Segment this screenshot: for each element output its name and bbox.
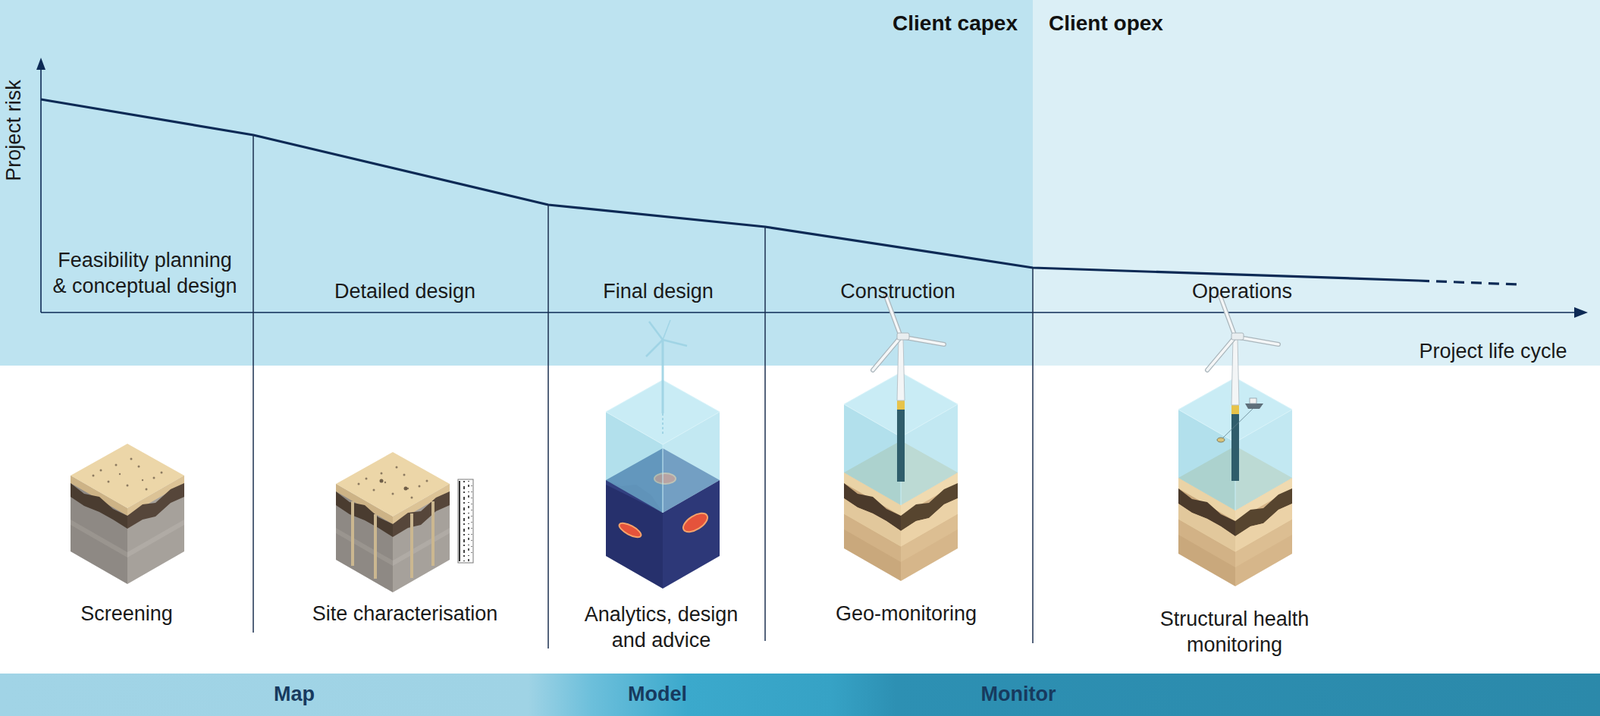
analytics-illustration xyxy=(605,320,720,589)
borehole-log-part xyxy=(467,480,470,562)
site-characterisation-illustration-part-part xyxy=(335,451,450,593)
axes-part xyxy=(40,311,1576,314)
structural-health-illustration xyxy=(1178,295,1293,587)
faint-turbine-part xyxy=(661,413,664,437)
analytics-illustration-part-part xyxy=(605,448,720,589)
risk-curve xyxy=(40,99,1518,285)
wind-turbine-part-part xyxy=(1207,295,1279,371)
risk-curve-part xyxy=(1418,280,1518,285)
service-label: Structural health monitoring xyxy=(1147,606,1322,659)
opex-band-text: Client opex xyxy=(1048,9,1164,37)
site-characterisation-illustration-part-part-part xyxy=(351,501,355,566)
wind-turbine-part xyxy=(897,332,910,340)
analytics-illustration-part xyxy=(605,379,720,513)
wind-turbine-part xyxy=(897,338,905,401)
wind-turbine-part xyxy=(1231,332,1244,340)
site-characterisation-illustration-part xyxy=(335,451,450,593)
capex-band: Client capex xyxy=(0,0,1033,366)
borehole-log-part xyxy=(470,485,473,559)
capex-band-text: Client capex xyxy=(892,9,1018,37)
phase-separators-part xyxy=(547,204,550,649)
service-label: Analytics, design and advice xyxy=(574,602,749,654)
borehole-log-part xyxy=(463,480,465,562)
survey-boat xyxy=(1217,398,1264,443)
site-characterisation-illustration xyxy=(335,451,474,593)
service-label: Geo-monitoring xyxy=(835,601,977,628)
faint-turbine xyxy=(646,320,688,437)
geo-monitoring-illustration-part xyxy=(843,440,958,581)
faint-turbine-part xyxy=(662,339,688,346)
wind-turbine-part xyxy=(897,400,905,410)
axes-part xyxy=(36,57,46,70)
structural-health-illustration-part xyxy=(1178,377,1293,511)
axis-title: Project life cycle xyxy=(1418,338,1567,365)
wind-turbine-part xyxy=(872,295,945,371)
opex-band: Client opex xyxy=(1032,0,1600,366)
survey-boat-part xyxy=(1222,408,1253,439)
wind-turbine-part-part xyxy=(872,295,945,371)
site-characterisation-illustration-part-part xyxy=(379,479,384,484)
axis-title: Project risk xyxy=(1,79,28,182)
wind-turbine xyxy=(1207,295,1279,481)
lifecycle-bar-text: Map xyxy=(273,681,315,708)
geo-monitoring-illustration-part xyxy=(843,372,958,506)
site-characterisation-illustration-part-part xyxy=(352,501,433,579)
axes-part xyxy=(40,68,42,313)
borehole-log-part xyxy=(458,479,474,563)
phase-label: Feasibility planning & conceptual design xyxy=(52,247,238,300)
wind-turbine-part xyxy=(1231,338,1240,405)
geo-monitoring-illustration xyxy=(843,295,958,581)
wind-turbine-part xyxy=(1231,404,1240,415)
structural-health-illustration-part-part xyxy=(1178,445,1293,587)
wind-turbine-part xyxy=(1207,295,1279,371)
phase-label: Final design xyxy=(602,279,714,305)
analytics-illustration-part xyxy=(605,448,720,589)
phase-separators-part xyxy=(252,134,255,633)
site-characterisation-illustration-part-part-part xyxy=(373,514,377,579)
faint-turbine-part xyxy=(649,321,663,340)
lifecycle-bar-text: Model xyxy=(627,681,688,708)
geo-monitoring-illustration-part-part xyxy=(843,372,958,506)
wind-turbine-part-part xyxy=(872,295,945,371)
analytics-illustration-part-part xyxy=(605,379,720,513)
screening-illustration-part xyxy=(70,443,185,584)
lifecycle-bar: Map Model Monitor xyxy=(0,673,1600,716)
faint-turbine-part xyxy=(661,339,665,414)
lifecycle-bar-text: Monitor xyxy=(981,681,1057,708)
site-characterisation-illustration-part-part-part xyxy=(410,513,414,578)
service-label: Site characterisation xyxy=(312,601,499,628)
site-characterisation-illustration-part-part-part xyxy=(431,501,435,566)
survey-boat-part xyxy=(1245,403,1264,409)
phase-separators-part xyxy=(764,226,766,641)
screening-illustration xyxy=(70,443,185,584)
wind-turbine-part xyxy=(897,409,905,482)
phase-label: Detailed design xyxy=(334,279,476,305)
phase-separators-part xyxy=(1032,267,1034,644)
survey-boat-part xyxy=(1217,437,1225,443)
phase-label: Construction xyxy=(840,279,956,305)
phase-label: Operations xyxy=(1192,279,1293,305)
structural-health-illustration-part xyxy=(1178,445,1293,587)
wind-turbine-part xyxy=(1231,414,1240,481)
service-label: Screening xyxy=(80,601,173,628)
axes xyxy=(36,57,1588,318)
faint-turbine-part xyxy=(646,339,663,357)
site-characterisation-illustration-part-part xyxy=(404,486,408,491)
faint-turbine-part xyxy=(662,320,671,340)
structural-health-illustration-part-part xyxy=(1178,377,1293,511)
borehole-log-part xyxy=(458,480,461,562)
phase-separators xyxy=(253,134,1033,649)
borehole-log xyxy=(458,479,474,563)
wind-turbine-part-part xyxy=(1207,295,1279,371)
risk-curve-part xyxy=(40,99,1419,281)
geo-monitoring-illustration-part-part xyxy=(843,440,958,581)
wind-turbine xyxy=(872,295,945,482)
axes-part xyxy=(1574,307,1588,318)
survey-boat-part xyxy=(1249,398,1257,404)
